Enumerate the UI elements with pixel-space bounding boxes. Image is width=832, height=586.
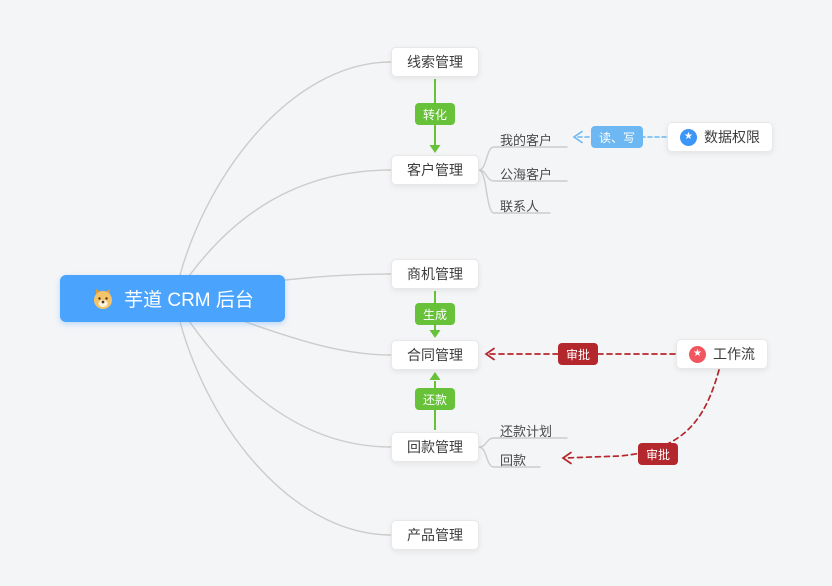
module-node-contracts: 合同管理: [391, 340, 479, 370]
dog-face-icon: [91, 287, 115, 311]
module-node-products: 产品管理: [391, 520, 479, 550]
root-label: 芋道 CRM 后台: [124, 290, 254, 311]
module-node-customers: 客户管理: [391, 155, 479, 185]
link-root-clues: [174, 61, 392, 296]
edge-label-approve-contract: 审批: [557, 343, 599, 365]
child-node-public-customers: 公海客户: [500, 167, 553, 182]
arrow-convert-head: [429, 145, 441, 153]
root-node: 芋道 CRM 后台: [60, 275, 285, 322]
link-root-products: [174, 300, 392, 536]
link-root-receivables: [174, 299, 392, 448]
child-node-repayment-plan: 还款计划: [500, 424, 553, 439]
star-icon: ★: [689, 345, 706, 363]
child-node-contacts: 联系人: [500, 199, 540, 214]
module-node-receivables: 回款管理: [391, 432, 479, 462]
module-label: 产品管理: [407, 527, 463, 543]
edge-label-approve-receivable: 审批: [637, 443, 679, 465]
edge-label-repay: 还款: [414, 388, 456, 410]
module-label: 回款管理: [407, 439, 463, 455]
side-node-label: 数据权限: [704, 129, 760, 145]
module-label: 客户管理: [407, 162, 463, 178]
edge-label-generate: 生成: [414, 303, 456, 325]
arrow-read-write-head: [572, 130, 583, 144]
child-node-my-customers: 我的客户: [500, 133, 553, 148]
module-node-clues: 线索管理: [391, 47, 479, 77]
side-node-workflow: ★ 工作流: [676, 339, 768, 369]
star-icon: ★: [680, 128, 697, 146]
arrow-generate-head: [429, 330, 441, 338]
module-node-opportunities: 商机管理: [391, 259, 479, 289]
arrow-approve-receivable-head: [561, 451, 572, 465]
edge-label-read-write: 读、写: [590, 126, 644, 148]
arrow-approve-contract-head: [484, 347, 495, 361]
side-node-data-permission: ★ 数据权限: [667, 122, 773, 152]
arrow-repay-head: [429, 372, 441, 380]
child-node-receivable: 回款: [500, 453, 527, 468]
side-node-label: 工作流: [713, 346, 755, 362]
module-label: 线索管理: [407, 54, 463, 70]
edge-label-convert: 转化: [414, 103, 456, 125]
module-label: 商机管理: [407, 266, 463, 282]
module-label: 合同管理: [407, 347, 463, 363]
